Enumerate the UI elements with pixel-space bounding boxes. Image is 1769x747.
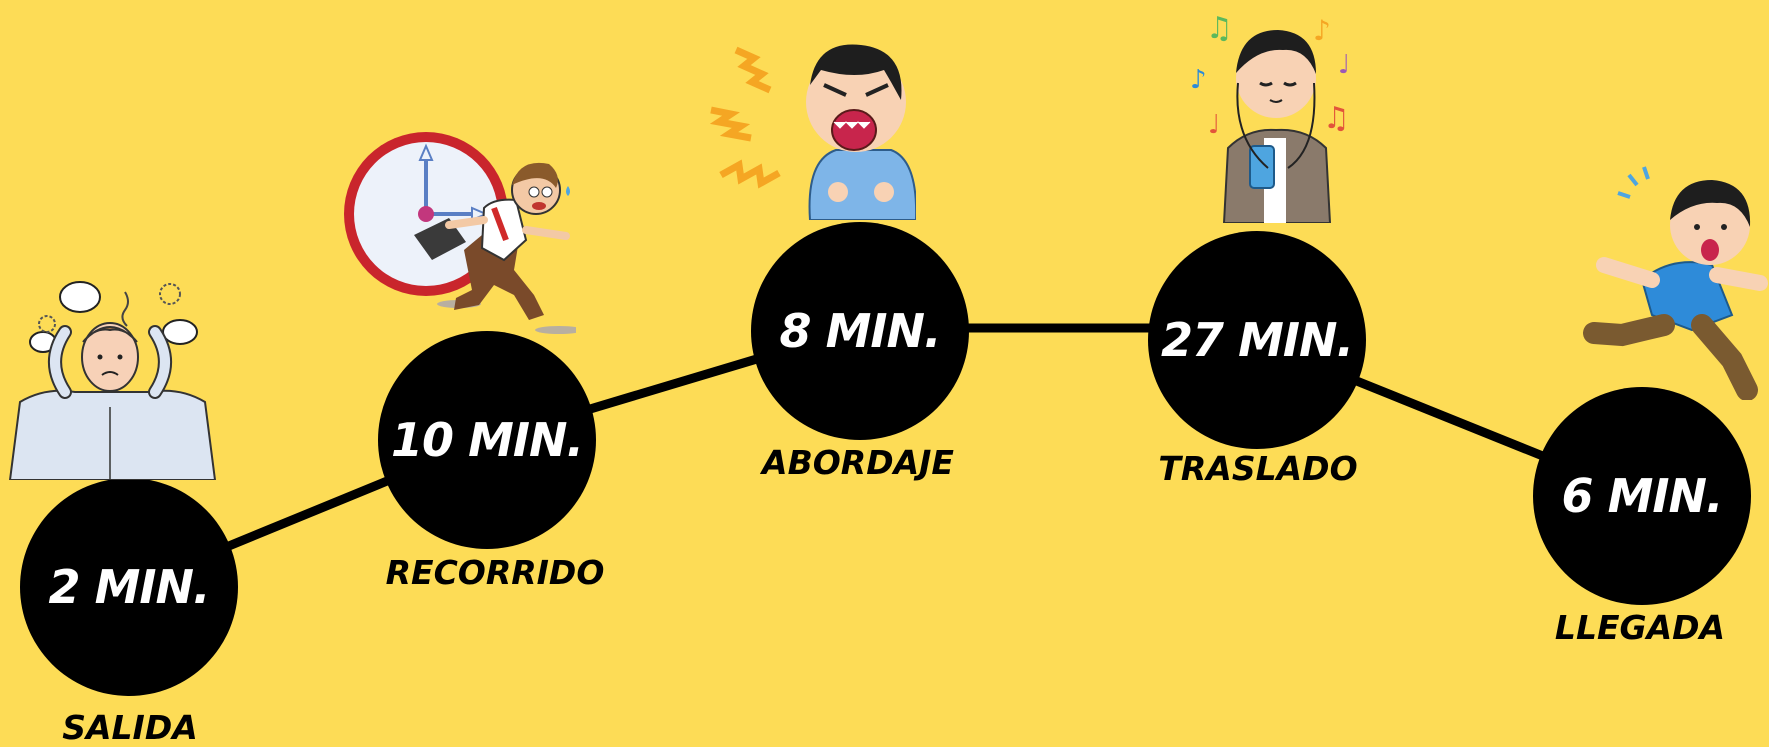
step-label: LLEGADA: [1554, 608, 1726, 647]
step-node-salida: 2 MIN.: [20, 478, 238, 696]
shouting-angry-man-illustration: [709, 44, 916, 220]
step-time: 10 MIN.: [391, 413, 584, 467]
svg-text:♪: ♪: [1313, 14, 1331, 47]
step-label: RECORRIDO: [385, 553, 605, 592]
running-late-businessman-clock-illustration: [344, 132, 576, 334]
svg-text:♫: ♫: [1323, 101, 1350, 136]
step-time: 2 MIN.: [48, 560, 211, 614]
svg-text:♩: ♩: [1208, 110, 1220, 140]
step-node-llegada: 6 MIN.: [1533, 387, 1751, 605]
step-label: TRASLADO: [1158, 449, 1358, 488]
man-listening-music-illustration: ♫ ♪ ♩ ♪ ♩ ♫: [1190, 11, 1350, 223]
step-time: 27 MIN.: [1161, 313, 1354, 367]
stressed-man-illustration: [8, 281, 217, 480]
step-node-traslado: 27 MIN.: [1148, 231, 1366, 449]
step-time: 8 MIN.: [779, 304, 942, 358]
svg-text:♩: ♩: [1338, 50, 1350, 80]
step-label: SALIDA: [62, 708, 198, 747]
svg-text:♪: ♪: [1190, 65, 1207, 95]
step-node-recorrido: 10 MIN.: [378, 331, 596, 549]
running-boy-illustration: [1583, 166, 1768, 400]
svg-text:♫: ♫: [1206, 11, 1233, 46]
step-time: 6 MIN.: [1561, 469, 1724, 523]
step-label: ABORDAJE: [762, 443, 954, 482]
step-node-abordaje: 8 MIN.: [751, 222, 969, 440]
